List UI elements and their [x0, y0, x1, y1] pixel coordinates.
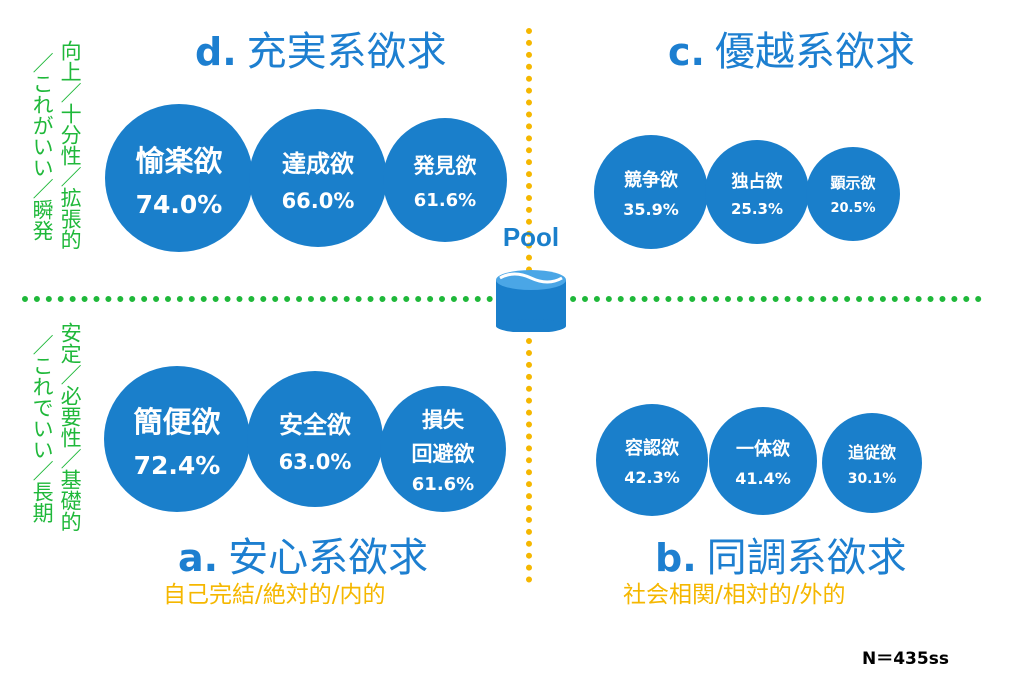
desire-circle-yuraku: 愉楽欲 74.0%	[105, 104, 253, 252]
desire-value: 25.3%	[730, 199, 784, 218]
quadrant-c-letter: c.	[668, 30, 705, 74]
quadrant-d-name: 充実系欲求	[246, 29, 447, 75]
desire-circle-ittai: 一体欲 41.4%	[709, 407, 817, 515]
quadrant-a-letter: a.	[178, 536, 219, 580]
quadrant-a-title: a.安心系欲求	[178, 538, 428, 578]
pool-logo-text: Pool	[503, 222, 559, 252]
desire-value: 30.1%	[847, 471, 897, 487]
pool-logo: Pool	[490, 208, 572, 333]
desire-value: 72.4%	[133, 450, 221, 480]
side-label-bottom-col1: 安定／必要性／基礎的	[58, 322, 83, 532]
desire-circle-tsuiju: 追従欲 30.1%	[822, 413, 922, 513]
quadrant-c-title: c.優越系欲求	[668, 32, 915, 72]
desire-label: 安全欲	[279, 410, 351, 439]
desire-value: 20.5%	[830, 201, 876, 216]
desire-value: 61.6%	[411, 473, 475, 495]
desire-circle-anzen: 安全欲 63.0%	[247, 371, 383, 507]
desire-circle-hakken: 発見欲 61.6%	[383, 118, 507, 242]
desire-label: 簡便欲	[133, 404, 221, 439]
desire-circle-tassei: 達成欲 66.0%	[249, 109, 387, 247]
desire-value: 41.4%	[735, 468, 791, 488]
desire-label: 容認欲	[625, 437, 679, 459]
desire-value: 35.9%	[623, 199, 679, 219]
desire-label: 追従欲	[847, 443, 896, 462]
desire-value: 66.0%	[281, 188, 355, 213]
desire-label: 愉楽欲	[135, 143, 223, 178]
desire-value: 63.0%	[278, 449, 352, 474]
desire-label: 達成欲	[282, 149, 354, 178]
desire-circle-yonin: 容認欲 42.3%	[596, 404, 708, 516]
quadrant-b-letter: b.	[655, 536, 697, 580]
quadrant-a-subtitle: 自己完結/絶対的/内的	[163, 582, 386, 608]
desire-label: 発見欲	[413, 153, 477, 178]
quadrant-a-name: 安心系欲求	[228, 535, 429, 581]
quadrant-b-title: b.同調系欲求	[655, 538, 907, 578]
desire-circle-kenji: 顕示欲 20.5%	[806, 147, 900, 241]
desire-value: 74.0%	[135, 189, 223, 219]
desire-circle-kanben: 簡便欲 72.4%	[104, 366, 250, 512]
quadrant-d-letter: d.	[195, 30, 237, 74]
side-label-top-col1: 向上／十分性／拡張的	[58, 40, 83, 250]
desire-circle-dokusen: 独占欲 25.3%	[705, 140, 809, 244]
desire-circle-sonshitsu-kaihi: 損失 回避欲 61.6%	[380, 386, 506, 512]
desire-label: 一体欲	[736, 438, 790, 460]
desire-label-line2: 回避欲	[411, 441, 475, 466]
side-label-bottom-col2: ／これでいい／長期	[30, 334, 55, 523]
desire-circle-kyoso: 競争欲 35.9%	[594, 135, 708, 249]
desire-label: 独占欲	[731, 171, 783, 192]
side-label-top-col2: ／これがいい／瞬発	[30, 52, 55, 241]
desire-label-line1: 損失	[422, 407, 464, 432]
quadrant-b-name: 同調系欲求	[706, 535, 907, 581]
desire-label: 競争欲	[624, 169, 678, 191]
pool-cylinder-icon: Pool	[496, 222, 566, 333]
desire-label: 顕示欲	[830, 174, 876, 192]
quadrant-d-title: d.充実系欲求	[195, 32, 447, 72]
quadrant-c-name: 優越系欲求	[714, 29, 915, 75]
quadrant-b-subtitle: 社会相関/相対的/外的	[623, 582, 846, 608]
desire-value: 42.3%	[624, 467, 680, 487]
sample-size-note: N＝435ss	[862, 649, 949, 669]
desire-value: 61.6%	[413, 189, 477, 211]
